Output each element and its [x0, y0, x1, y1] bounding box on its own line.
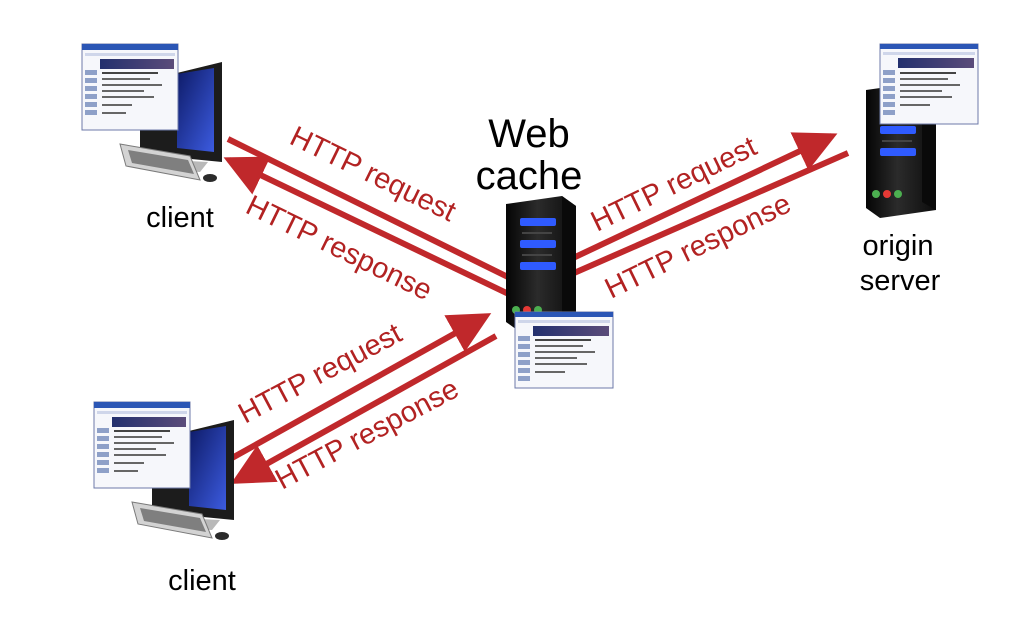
- origin-server-label-line2: server: [860, 265, 941, 297]
- web-page-icon: [93, 401, 191, 489]
- client-label-top: client: [146, 202, 214, 234]
- desktop-computer-icon: [93, 401, 234, 540]
- web-page-icon: [514, 311, 614, 389]
- web-cache-label-line2: cache: [476, 154, 583, 198]
- origin-server-label-line1: origin: [863, 230, 934, 262]
- web-page-icon: [81, 43, 179, 131]
- client-label-bottom: client: [168, 565, 236, 597]
- top-client-response-arrow: [223, 156, 519, 301]
- server-tower-icon: [506, 196, 576, 332]
- web-page-icon: [879, 43, 979, 125]
- bottom-client-response-arrow: [230, 333, 498, 484]
- bottom-client-request-arrow: [230, 313, 492, 461]
- top-client-request-arrow: [226, 136, 522, 286]
- desktop-computer-icon: [81, 43, 222, 182]
- web-cache-label-line1: Web: [488, 112, 570, 156]
